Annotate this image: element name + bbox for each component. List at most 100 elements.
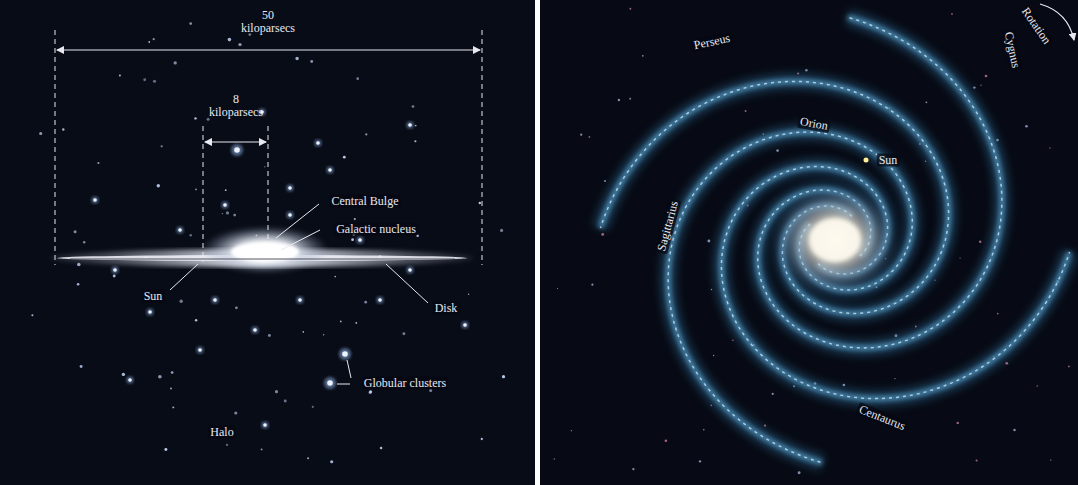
star-dot (228, 38, 232, 42)
cluster-glow (407, 267, 414, 274)
star-dot (234, 411, 237, 414)
star-dot (275, 390, 278, 393)
cluster-glow (324, 377, 336, 389)
arm-stars (758, 17, 1002, 348)
star-dot (233, 214, 236, 217)
star-dot (77, 263, 81, 267)
cluster-core (328, 168, 332, 172)
arm-haze (758, 17, 1002, 348)
arm-band (600, 82, 948, 314)
star-dot (97, 162, 99, 164)
star-dot (591, 284, 593, 286)
star-dot (264, 166, 265, 167)
cluster-core (253, 328, 257, 332)
star-dot (238, 43, 241, 46)
star-dot (261, 448, 263, 450)
right-panel (540, 0, 1078, 485)
star-dot (303, 331, 305, 333)
cluster-core (263, 423, 267, 427)
sun-marker (864, 158, 869, 163)
star-dot (798, 471, 801, 474)
star-dot (415, 125, 417, 127)
star-dot (356, 77, 359, 80)
star-dot (310, 60, 313, 63)
cluster-core (198, 348, 202, 352)
part-label: Globular clusters (362, 377, 448, 390)
cluster-core (408, 268, 412, 272)
cluster-core (327, 380, 333, 386)
star-dot (153, 38, 155, 40)
star-dot (699, 460, 701, 462)
star-dot (39, 132, 42, 135)
star-dot (665, 440, 668, 443)
star-dot (632, 468, 634, 470)
star-dot (500, 229, 503, 232)
left-panel (0, 0, 535, 485)
arm-haze (600, 82, 948, 314)
star-dot (957, 422, 959, 424)
star-dot (189, 234, 191, 236)
star-dot (172, 406, 174, 408)
halo-stars (31, 22, 505, 463)
cluster-glow (377, 297, 384, 304)
field-stars (554, 8, 1070, 474)
cluster-core (113, 268, 117, 272)
star-dot (143, 78, 146, 81)
star-dot (997, 313, 999, 315)
star-dot (711, 289, 713, 291)
cluster-glow (462, 322, 469, 329)
star-dot (222, 213, 223, 214)
arm-band (758, 17, 1002, 348)
cluster-glow (339, 348, 351, 360)
star-dot (174, 61, 177, 64)
star-dot (312, 406, 314, 408)
star-dot (642, 55, 644, 57)
cluster-glow (222, 202, 229, 209)
leader-lines (170, 204, 428, 384)
star-dot (402, 332, 405, 335)
star-dot (713, 355, 714, 356)
star-dot (194, 117, 196, 119)
star-dot (364, 301, 367, 304)
cluster-glow (92, 197, 99, 204)
cluster-core (213, 298, 217, 302)
star-dot (340, 321, 342, 323)
cluster-glow (262, 422, 269, 429)
star-dot (113, 275, 116, 278)
cluster-core (298, 298, 302, 302)
star-dot (1005, 362, 1008, 365)
cluster-core (316, 141, 320, 145)
star-dot (323, 334, 324, 335)
cluster-core (128, 378, 132, 382)
star-dot (153, 80, 156, 83)
star-dot (580, 134, 582, 136)
star-dot (380, 447, 383, 450)
star-dot (571, 430, 572, 431)
cluster-glow (357, 237, 364, 244)
dimension-label: 50 kiloparsecs (239, 9, 297, 35)
star-dot (707, 239, 710, 242)
star-dot (732, 340, 734, 342)
star-dot (843, 384, 846, 387)
star-dot (170, 387, 172, 389)
star-dot (226, 444, 228, 446)
star-dot (414, 140, 416, 142)
star-dot (31, 314, 33, 316)
star-dot (235, 306, 238, 309)
star-dot (412, 105, 415, 108)
star-dot (604, 180, 606, 182)
star-dot (805, 69, 807, 71)
star-dot (985, 75, 988, 78)
cluster-core (234, 147, 240, 153)
star-dot (225, 189, 227, 191)
part-label: Galactic nucleus (334, 223, 418, 236)
star-dot (158, 375, 162, 379)
dimension-lines (55, 30, 482, 265)
cluster-glow (212, 297, 219, 304)
cluster-core (358, 238, 362, 242)
arm-stars (668, 132, 912, 463)
cluster-core (148, 310, 152, 314)
cluster-core (223, 203, 227, 207)
star-dot (268, 334, 271, 337)
